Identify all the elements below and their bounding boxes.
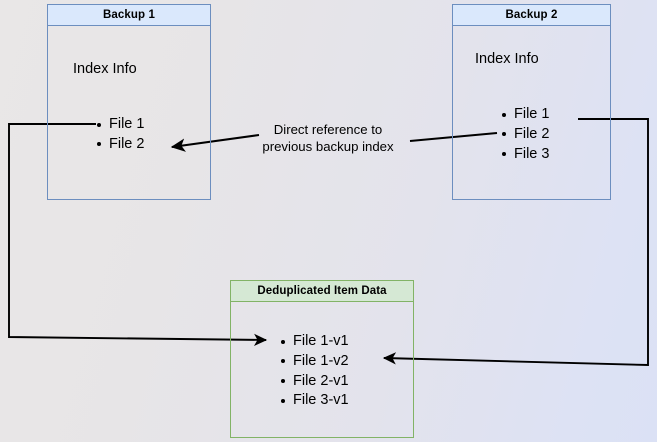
bullet-icon: [97, 142, 102, 147]
edge-label-line-1: Direct reference to: [273, 122, 383, 137]
bullet-icon: [502, 132, 507, 137]
bullet-icon: [97, 122, 102, 127]
bullet-icon: [281, 339, 286, 344]
list-item[interactable]: File 2-v1: [281, 372, 349, 392]
list-item[interactable]: File 2: [502, 125, 549, 145]
list-item-label: File 2: [109, 135, 145, 152]
list-item[interactable]: File 1-v1: [281, 332, 349, 352]
node-backup2-file-list: File 1 File 2 File 3: [502, 105, 549, 164]
node-backup1-file-list: File 1 File 2: [97, 115, 144, 155]
edge-label-line-2: previous backup index: [262, 138, 394, 154]
node-backup2-subtitle: Index Info: [475, 51, 539, 67]
bullet-icon: [281, 398, 286, 404]
list-item-label: File 1-v2: [293, 352, 349, 369]
node-backup2-header-label: Backup 2: [505, 9, 558, 21]
node-dedup-file-list: File 1-v1 File 1-v2 File 2-v1 File 3-v1: [281, 332, 349, 411]
list-item[interactable]: File 3-v1: [281, 391, 349, 411]
node-backup2-header[interactable]: Backup 2: [452, 4, 611, 26]
node-backup1-header[interactable]: Backup 1: [47, 4, 211, 26]
bullet-icon: [502, 112, 507, 117]
node-dedup-header-label: Deduplicated Item Data: [257, 285, 387, 297]
bullet-icon: [281, 379, 286, 384]
list-item[interactable]: File 1: [502, 105, 549, 125]
bullet-icon: [502, 152, 507, 157]
list-item[interactable]: File 2: [97, 135, 144, 155]
list-item[interactable]: File 1-v2: [281, 352, 349, 372]
node-backup1-subtitle: Index Info: [73, 61, 137, 77]
node-dedup-header[interactable]: Deduplicated Item Data: [230, 280, 414, 302]
list-item-label: File 3: [514, 145, 550, 162]
list-item[interactable]: File 3: [502, 145, 549, 165]
list-item-label: File 1: [109, 116, 145, 132]
list-item-label: File 2: [514, 125, 550, 142]
list-item-label: File 2-v1: [293, 372, 349, 389]
node-backup1-header-label: Backup 1: [103, 9, 155, 21]
list-item-label: File 1-v1: [293, 333, 349, 349]
bullet-icon: [281, 359, 286, 364]
list-item-label: File 1: [514, 106, 550, 122]
node-backup1[interactable]: [47, 4, 211, 200]
edge-label-direct-reference: Direct reference to previous backup inde…: [262, 122, 394, 155]
node-backup2[interactable]: [452, 4, 611, 200]
list-item[interactable]: File 1: [97, 115, 144, 135]
list-item-label: File 3-v1: [293, 392, 349, 409]
